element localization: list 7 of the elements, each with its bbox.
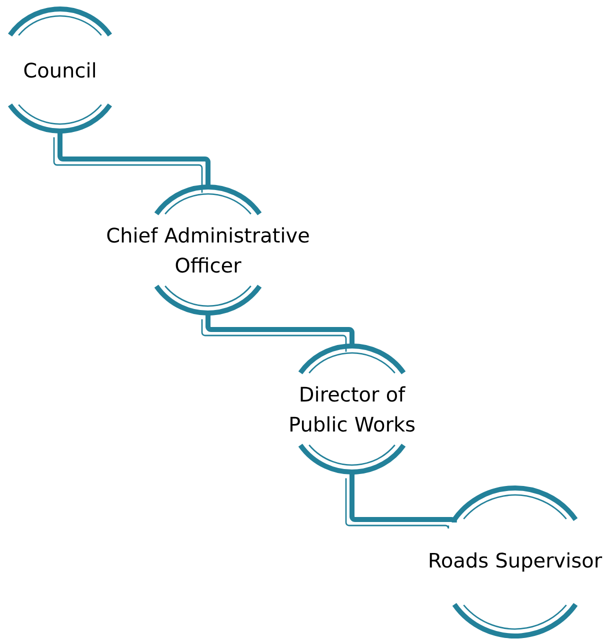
connector-line bbox=[201, 313, 354, 352]
connector-line bbox=[345, 472, 457, 530]
circle-node: Roads Supervisor bbox=[430, 486, 602, 638]
connector-line bbox=[53, 131, 210, 193]
circle-node: Director of Public Works bbox=[290, 344, 415, 474]
circle-node: Council bbox=[8, 6, 112, 134]
circle-node: Chief Administrative Officer bbox=[107, 184, 309, 316]
